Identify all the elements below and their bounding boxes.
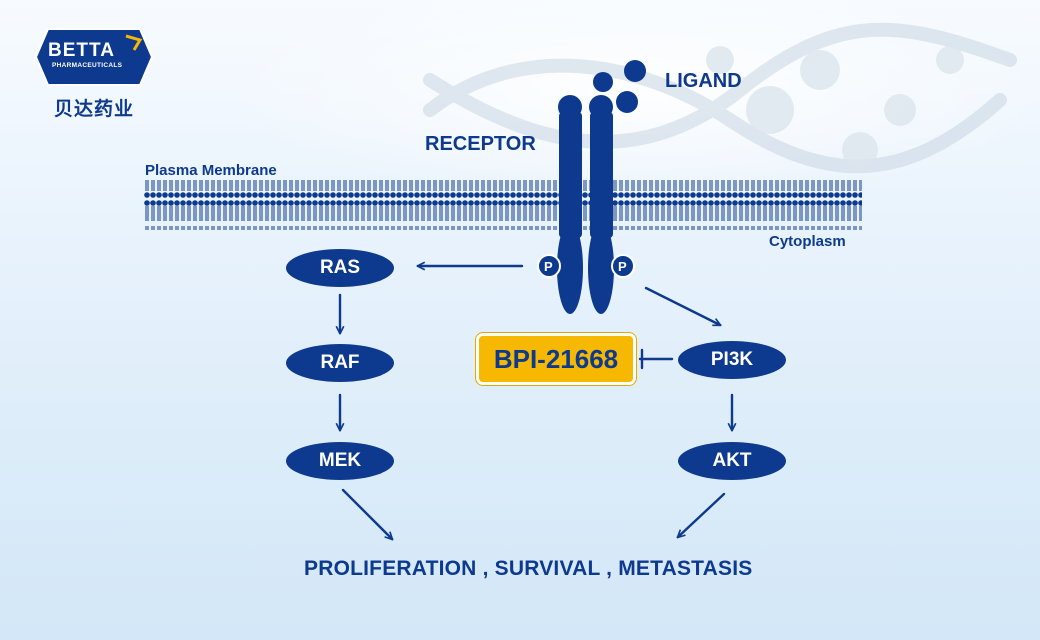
receptor-label: RECEPTOR xyxy=(425,133,536,155)
ligand-molecules xyxy=(593,60,646,113)
inhibitor-bpi-21668: BPI-21668 xyxy=(476,333,636,385)
arrow-akt-to-outcome xyxy=(678,492,726,537)
phospho-right-label: P xyxy=(618,259,627,274)
arrow-mek-to-outcome xyxy=(341,488,392,539)
receptor-dimer xyxy=(557,95,614,314)
ligand-label: LIGAND xyxy=(665,70,742,92)
outcome-label: PROLIFERATION , SURVIVAL , METASTASIS xyxy=(304,557,753,580)
node-akt: AKT xyxy=(678,442,786,480)
logo-chinese-name: 贝达药业 xyxy=(54,98,135,120)
plasma-membrane-label: Plasma Membrane xyxy=(145,162,277,179)
node-ras: RAS xyxy=(286,249,394,287)
logo-badge-icon xyxy=(34,28,154,86)
node-mek: MEK xyxy=(286,442,394,480)
logo-subtitle: PHARMACEUTICALS xyxy=(52,62,123,69)
cytoplasm-label: Cytoplasm xyxy=(769,233,846,250)
phospho-left-label: P xyxy=(544,259,553,274)
logo-name: BETTA xyxy=(48,40,115,61)
node-raf: RAF xyxy=(286,344,394,382)
arrow-receptor-to-pi3k xyxy=(644,286,720,327)
phospho-sites xyxy=(537,254,635,278)
company-logo: BETTA PHARMACEUTICALS xyxy=(34,26,154,88)
inhibition-bar-bpi-to-pi3k xyxy=(638,348,674,370)
plasma-membrane-bilayer xyxy=(144,180,862,230)
node-pi3k: PI3K xyxy=(678,341,786,379)
